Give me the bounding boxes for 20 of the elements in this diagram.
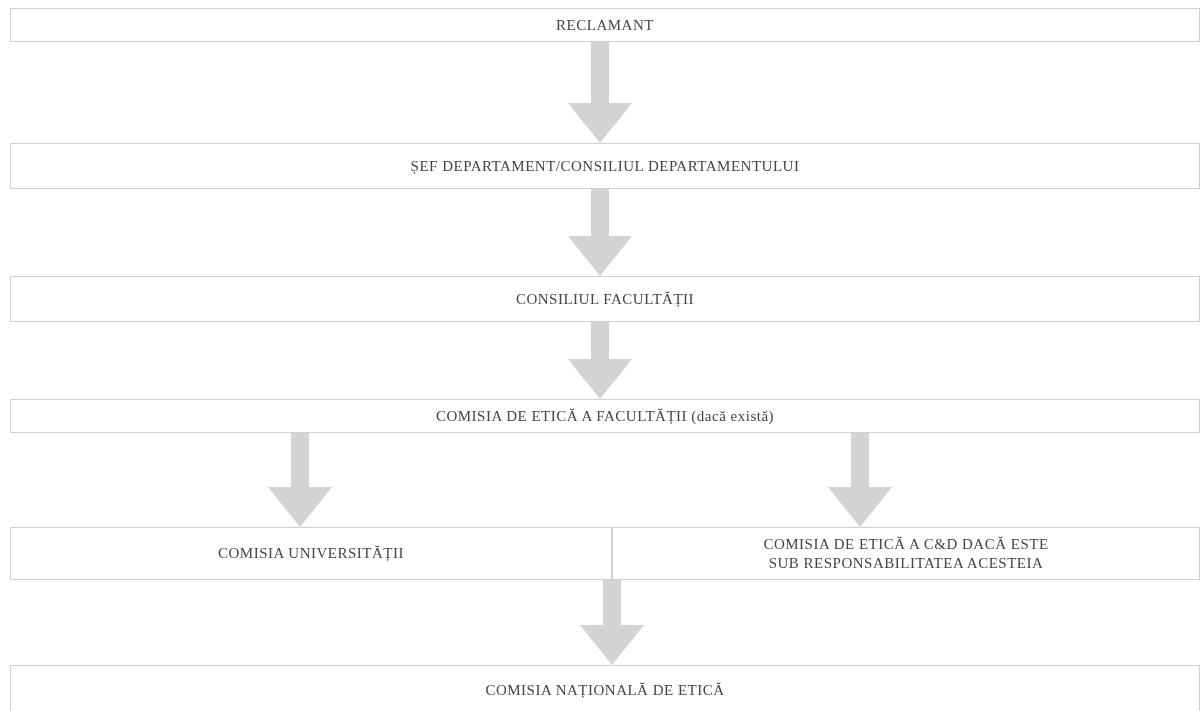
block-arrow	[828, 433, 892, 527]
box-label: CONSILIUL FACULTĂȚII	[515, 289, 695, 309]
process-box	[10, 276, 1200, 322]
process-box	[10, 665, 1200, 711]
process-box	[10, 143, 1200, 189]
box-label: RECLAMANT	[556, 15, 654, 35]
box-label: COMISIA UNIVERSITĂȚII	[218, 544, 404, 563]
box-label: COMISIA DE ETICĂ A C&D DACĂ ESTE SUB RESPONSABILITATEA ACESTEIA	[762, 534, 1050, 573]
block-arrow	[568, 322, 632, 399]
box-label: ȘEF DEPARTAMENT/CONSILIUL DEPARTAMENTULUI	[410, 156, 800, 176]
process-box	[612, 527, 1200, 580]
block-arrow	[568, 189, 632, 276]
block-arrow	[268, 433, 332, 527]
box-label: COMISIA NAȚIONALĂ DE ETICĂ	[485, 680, 725, 700]
box-label: COMISIA DE ETICĂ A FACULTĂȚII (dacă există)	[435, 406, 775, 426]
process-box	[10, 8, 1200, 42]
block-arrow	[580, 580, 644, 665]
process-box	[10, 399, 1200, 433]
process-box	[10, 527, 612, 580]
block-arrow	[568, 42, 632, 143]
